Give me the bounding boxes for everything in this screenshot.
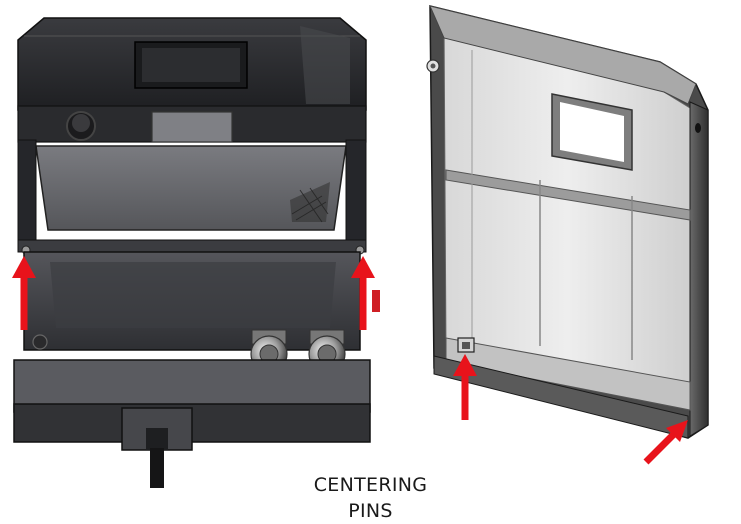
diagram-caption: CENTERING PINS <box>0 472 741 524</box>
side-indicator <box>372 290 380 312</box>
cover-right-edge <box>689 101 709 437</box>
arrow-up-icon <box>351 256 375 330</box>
viewing-window <box>35 145 347 231</box>
arrow-up-icon <box>453 354 477 420</box>
caption-line-2: PINS <box>348 500 393 522</box>
cover <box>426 5 709 439</box>
arrow-up-icon <box>643 420 688 465</box>
cover-bottom-lip <box>445 337 691 411</box>
caption-line-1: CENTERING <box>313 474 428 496</box>
power-cable <box>150 448 164 488</box>
enclosure <box>13 17 380 488</box>
arrow-up-icon <box>12 256 36 330</box>
label-plate <box>151 111 233 143</box>
